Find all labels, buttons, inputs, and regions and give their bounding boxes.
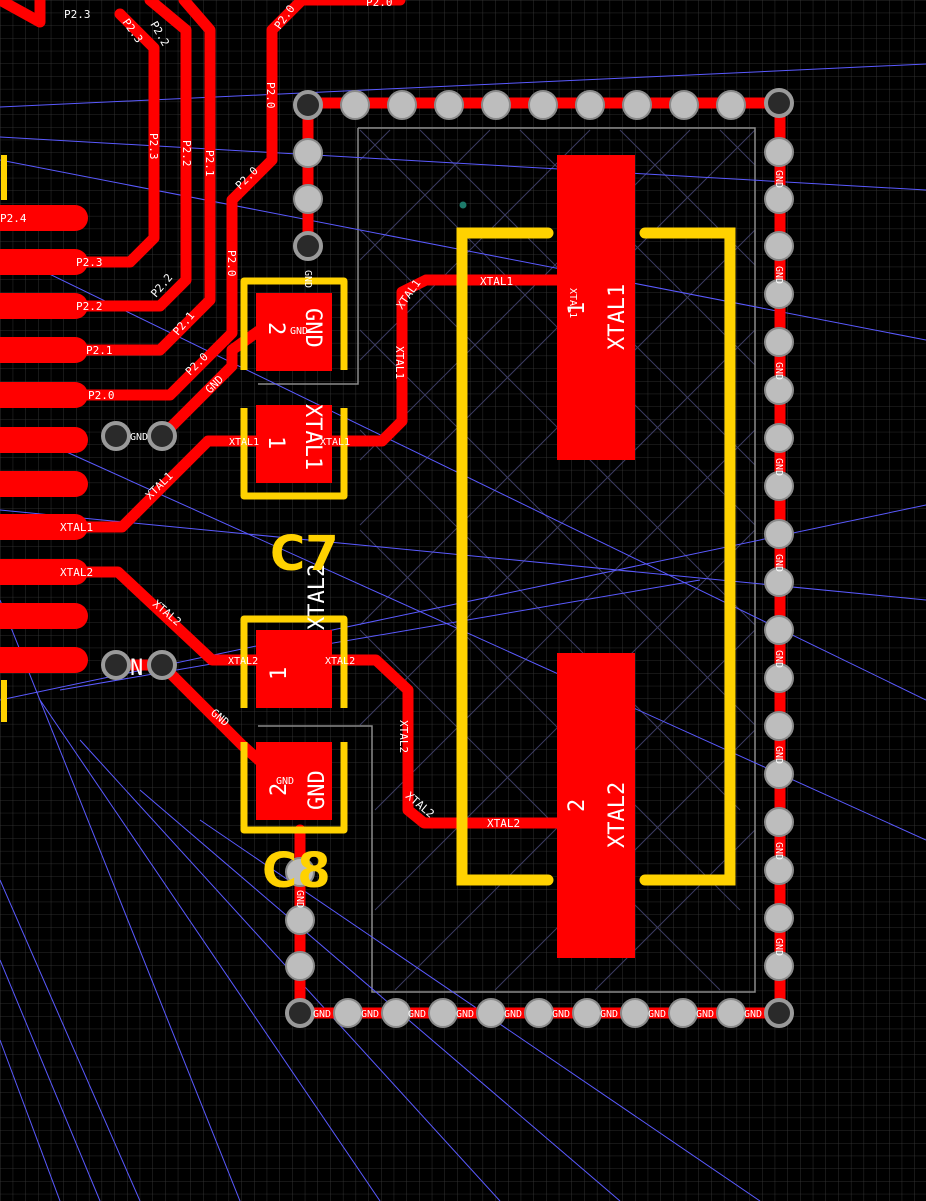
c7-refdes: C7 — [270, 526, 339, 582]
c8-refdes: C8 — [262, 843, 331, 899]
net-label-gnd: GND — [773, 266, 784, 284]
gnd-via-label: N — [130, 656, 143, 681]
c7-pad-2-net: GND — [300, 308, 325, 348]
y1-pad-1-number: 1 — [565, 302, 590, 315]
trace-xtal2-c8-to-y1 — [294, 654, 601, 829]
net-label-xtal2: XTAL2 — [325, 656, 355, 667]
via — [285, 90, 794, 1028]
net-label-xtal1: XTAL1 — [320, 437, 350, 448]
trace-p2-0 — [0, 0, 406, 401]
trace-p2-2 — [0, 0, 192, 312]
trace-xtal1-c7-to-y1 — [294, 274, 601, 447]
net-label-p2-3: P2.3 — [76, 256, 103, 269]
y1-pad-1-small-net: XTAL1 — [567, 288, 578, 318]
net-label-p2-0: P2.0 — [88, 389, 115, 402]
c8-pad-1-number: 1 — [267, 667, 292, 680]
net-label-xtal1: XTAL1 — [60, 521, 93, 534]
gnd-stitch-labels: GND GND GND GND GND GND GND GND GND GND … — [294, 170, 784, 1020]
net-label-gnd: GND — [504, 1009, 522, 1020]
net-label-gnd: GND — [773, 746, 784, 764]
courtyard-outline — [258, 127, 756, 993]
fiducial-dot — [459, 201, 467, 209]
c8-silkscreen — [240, 615, 348, 834]
net-label-gnd: GND — [456, 1009, 474, 1020]
net-label-gnd: GND — [744, 1009, 762, 1020]
net-label-xtal2: XTAL2 — [397, 720, 410, 753]
net-label-gnd: GND — [773, 170, 784, 188]
net-label-xtal1: XTAL1 — [229, 437, 259, 448]
c8-pad-2-number: 2 — [267, 783, 292, 796]
net-label-xtal1: XTAL1 — [480, 275, 513, 288]
net-label-gnd: GND — [552, 1009, 570, 1020]
c7-pad-1[interactable] — [256, 405, 332, 483]
net-label-p2-2: P2.2 — [76, 300, 103, 313]
crystal-pad-1[interactable] — [557, 155, 635, 460]
net-label-gnd: GND — [648, 1009, 666, 1020]
crystal-pad-2[interactable] — [557, 653, 635, 958]
net-label-xtal1: XTAL1 — [393, 346, 406, 379]
net-label-p2-0: P2.0 — [366, 0, 393, 9]
net-label-gnd: GND — [302, 270, 313, 288]
via-dark — [101, 88, 794, 1028]
c7-silkscreen — [240, 277, 348, 500]
net-label-gnd: GND — [600, 1009, 618, 1020]
c8-pad-1[interactable] — [256, 630, 332, 708]
net-label-gnd: GND — [313, 1009, 331, 1020]
pad-labels: GND 2 GND XTAL1 1 XTAL2 1 GND 2 GND XTAL… — [130, 284, 630, 848]
c7-pad-2-number: 2 — [263, 322, 288, 335]
net-label-gnd: GND — [294, 890, 305, 908]
net-label-gnd: GND — [130, 432, 148, 443]
y1-pad-2-number: 2 — [565, 799, 590, 812]
c8-pad-2-small-net: GND — [276, 776, 294, 787]
net-label-p2-0: P2.0 — [225, 250, 238, 277]
net-label-gnd: GND — [773, 362, 784, 380]
net-label-xtal2: XTAL2 — [228, 656, 258, 667]
y1-pad-2-net: XTAL2 — [605, 782, 630, 848]
net-label-xtal2: XTAL2 — [487, 817, 520, 830]
net-label-gnd: GND — [408, 1009, 426, 1020]
c7-pad-1-number: 1 — [263, 436, 288, 449]
net-label-gnd: GND — [773, 650, 784, 668]
net-label-gnd: GND — [361, 1009, 379, 1020]
net-label-gnd: GND — [773, 938, 784, 956]
net-label-p2-0: P2.0 — [264, 82, 277, 109]
net-label-p2-3: P2.3 — [64, 8, 91, 21]
crystal-silkscreen — [456, 227, 736, 886]
c7-pad-2[interactable] — [256, 293, 332, 371]
net-label-xtal2: XTAL2 — [60, 566, 93, 579]
net-label-p2-1: P2.1 — [203, 150, 216, 177]
net-label-p2-1: P2.1 — [86, 344, 113, 357]
mcu-pin-stubs — [0, 205, 88, 673]
trace-p2-3-left — [0, 0, 46, 28]
c8-pad-2-net: GND — [305, 770, 330, 810]
net-label-p2-2: P2.2 — [180, 140, 193, 167]
net-label-gnd: GND — [773, 842, 784, 860]
via-stitching — [101, 88, 794, 1028]
net-label-gnd: GND — [696, 1009, 714, 1020]
c8-pad-2[interactable] — [256, 742, 332, 820]
y1-pad-1-net: XTAL1 — [605, 284, 630, 350]
c7-pad-1-net: XTAL1 — [300, 404, 325, 470]
trace-p2-1 — [0, 0, 216, 356]
net-label-gnd: GND — [773, 554, 784, 572]
c7-pad-2-small-net: GND — [290, 326, 308, 337]
net-label-p2-4: P2.4 — [0, 212, 27, 225]
c8-pad-1-net: XTAL2 — [305, 564, 330, 630]
net-label-p2-3: P2.3 — [147, 133, 160, 160]
net-label-gnd: GND — [773, 458, 784, 476]
